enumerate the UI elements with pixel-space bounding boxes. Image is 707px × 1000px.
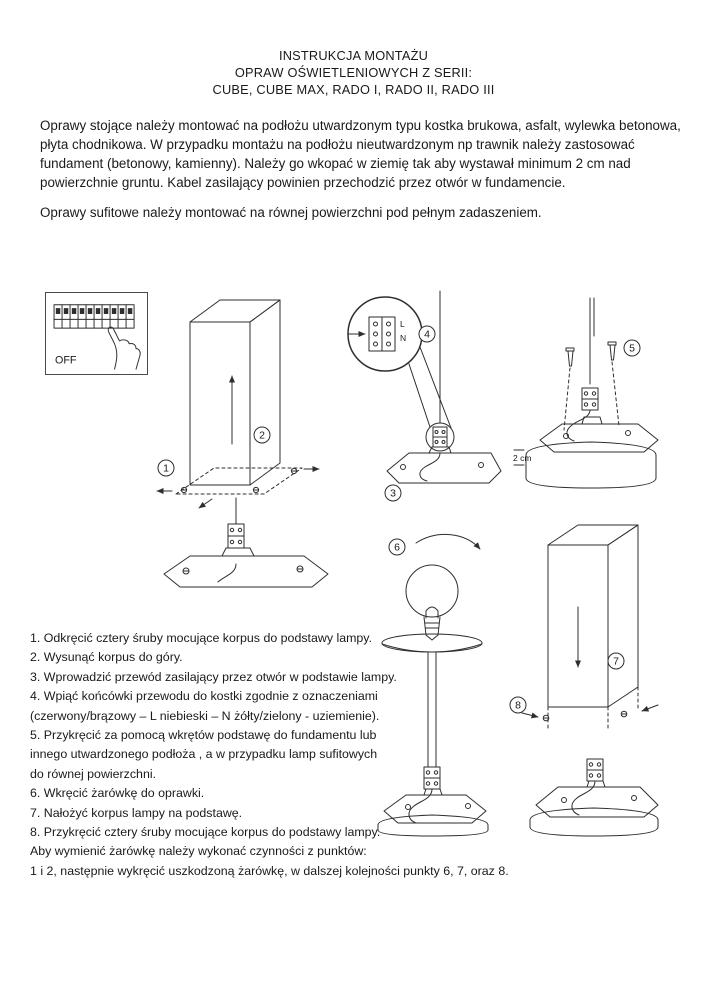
lamp-base-plate	[539, 416, 659, 453]
instruction-line: 6. Wkręcić żarówkę do oprawki.	[30, 786, 205, 801]
header-line-2: OPRAW OŚWIETLENIOWYCH Z SERII:	[234, 65, 473, 80]
callout-line	[419, 346, 452, 429]
intro-paragraph-standing: Oprawy stojące należy montować na podłoż…	[40, 118, 681, 190]
step-marker-7: 7	[607, 652, 625, 670]
diagram-bulb: 6	[377, 533, 489, 837]
terminal-block-icon	[423, 766, 441, 790]
instruction-line: 4. Wpiąć końcówki przewodu do kostki zgo…	[30, 689, 378, 704]
svg-text:8: 8	[515, 700, 521, 712]
terminal-block-icon	[227, 523, 245, 549]
cable-loop	[566, 409, 591, 442]
arrow-right-icon	[521, 712, 539, 719]
instruction-line: (czerwony/brązowy – L niebieski – N żółt…	[30, 708, 380, 723]
terminal-block-detail-icon	[368, 316, 396, 352]
screw-icon	[563, 347, 575, 431]
instruction-line: do równej powierzchni.	[30, 766, 157, 781]
terminal-block-icon	[581, 387, 599, 411]
arrow-diagonal-icon	[198, 498, 213, 509]
diagram-wiring: L N 4 3	[347, 290, 502, 502]
terminal-l-label: L	[400, 319, 405, 329]
header-line-3: CUBE, CUBE MAX, RADO I, RADO II, RADO II…	[212, 82, 495, 97]
callout-target-circle	[425, 422, 455, 452]
concrete-foundation	[529, 807, 659, 837]
lamp-base-plate	[163, 547, 329, 588]
lamp-base-plate	[383, 788, 487, 824]
base-flange-outline	[175, 467, 303, 495]
concrete-foundation	[377, 814, 489, 837]
flange-screw-icon	[180, 467, 298, 494]
svg-text:6: 6	[394, 542, 400, 554]
intro-paragraph-ceiling: Oprawy sufitowe należy montować na równe…	[40, 205, 542, 220]
svg-text:1: 1	[163, 463, 169, 475]
step-marker-4: 4	[418, 325, 436, 343]
terminal-block-icon	[432, 426, 448, 448]
breaker-strip-icon	[53, 304, 135, 329]
diagram-disassembly: 1 2	[156, 299, 329, 588]
instruction-line: 7. Nałożyć korpus lampy na podstawę.	[30, 805, 243, 820]
pointing-hand-icon	[107, 326, 141, 370]
instruction-list: 1. Odkręcić cztery śruby mocujące korpus…	[30, 629, 678, 881]
instruction-line: Aby wymienić żarówkę należy wykonać czyn…	[30, 844, 367, 859]
step-marker-2: 2	[253, 426, 271, 444]
lamp-body-cube	[189, 299, 281, 486]
lamp-diffuser-plate	[381, 633, 483, 653]
light-bulb-icon	[405, 564, 459, 641]
callout-line	[408, 363, 431, 428]
svg-text:4: 4	[424, 329, 430, 341]
step-marker-5: 5	[623, 339, 641, 357]
flange-screw-icon	[542, 710, 628, 722]
diagram-mounting: 5 2 cm	[513, 297, 659, 489]
instruction-line: 1. Odkręcić cztery śruby mocujące korpus…	[30, 631, 373, 645]
document-header: INSTRUKCJA MONTAŻU OPRAW OŚWIETLENIOWYCH…	[0, 47, 707, 98]
diagram-breaker-off: OFF	[45, 292, 148, 375]
svg-text:7: 7	[613, 656, 619, 668]
diagram-reassembly: 7 8	[509, 524, 659, 837]
step-marker-3: 3	[384, 484, 402, 502]
step-marker-8: 8	[509, 696, 527, 714]
svg-text:5: 5	[629, 343, 635, 355]
cable-loop	[571, 780, 596, 816]
depth-label: 2 cm	[513, 453, 531, 463]
instruction-line: 5. Przykręcić za pomocą wkrętów podstawę…	[30, 728, 377, 743]
svg-text:2: 2	[259, 430, 265, 442]
lamp-base-plate	[535, 780, 659, 818]
breaker-off-label: OFF	[55, 354, 77, 366]
arrow-left-icon	[641, 704, 659, 712]
concrete-foundation	[525, 441, 657, 489]
instruction-line: 8. Przykręcić cztery śruby mocujące korp…	[30, 825, 381, 840]
lamp-base-plate	[386, 446, 502, 484]
svg-text:3: 3	[390, 488, 396, 500]
header-line-1: INSTRUKCJA MONTAŻU	[278, 48, 429, 63]
instruction-line: 2. Wysunąć korpus do góry.	[30, 650, 183, 665]
screw-icon	[607, 341, 620, 427]
instruction-line: innego utwardzonego podłoża , a w przypa…	[30, 747, 378, 762]
terminal-n-label: N	[400, 333, 406, 343]
cable-loop	[408, 788, 433, 824]
rotation-arrow-icon	[415, 533, 481, 550]
instruction-line: 3. Wprowadzić przewód zasilający przez o…	[30, 669, 397, 684]
instruction-line: 1 i 2, następnie wykręcić uszkodzoną żar…	[30, 863, 509, 878]
step-marker-6: 6	[388, 538, 406, 556]
step-marker-1: 1	[157, 459, 175, 477]
